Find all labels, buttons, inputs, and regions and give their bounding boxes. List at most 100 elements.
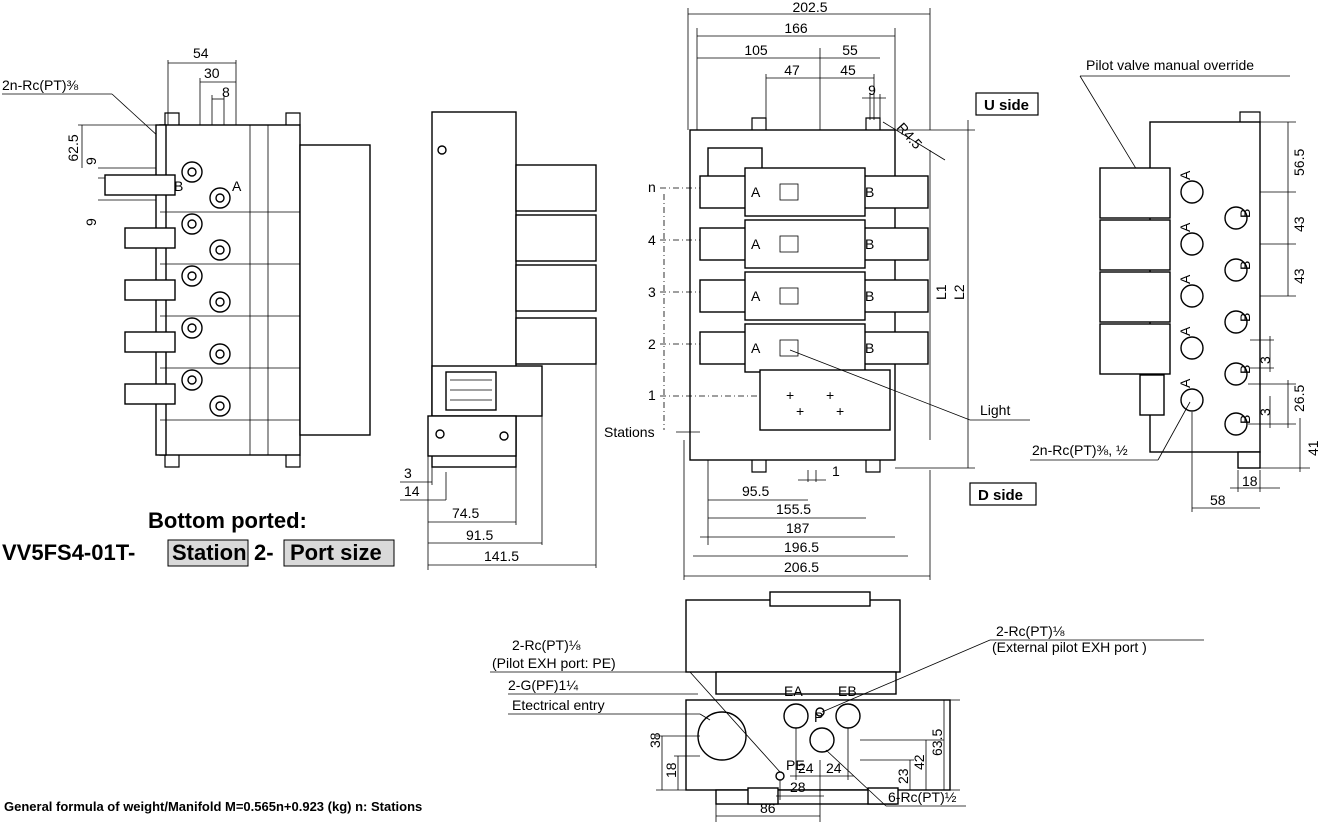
dim-L1: L1: [933, 284, 949, 300]
left-station-ports: [104, 125, 300, 455]
dim-58: 58: [1210, 492, 1226, 508]
svg-text:A: A: [1177, 274, 1193, 284]
svg-text:A: A: [751, 184, 761, 200]
dim-L2: L2: [951, 284, 967, 300]
dim-43-b: 43: [1291, 268, 1307, 284]
model-mid: 2-: [254, 540, 274, 565]
dim-r4-5: R4.5: [894, 119, 926, 152]
right-port-note: 2n-Rc(PT)⅜, ½: [1032, 442, 1128, 458]
dim-63-5: 63.5: [929, 729, 945, 756]
title-line1: Bottom ported:: [148, 508, 307, 533]
model-title: Bottom ported: VV5FS4-01T- Station 2- Po…: [2, 508, 395, 567]
ext-pilot-port: 2-Rc(PT)⅛: [996, 623, 1065, 639]
light-label: Light: [980, 402, 1010, 418]
port-ea: EA: [784, 683, 803, 699]
dim-28: 28: [790, 779, 806, 795]
u-side-label: U side: [984, 97, 1029, 114]
svg-text:A: A: [751, 340, 761, 356]
svg-text:A: A: [1177, 378, 1193, 388]
model-station-box: Station: [172, 540, 247, 565]
dim-56-5: 56.5: [1291, 149, 1307, 176]
station-1: 1: [648, 387, 656, 403]
svg-text:+: +: [796, 403, 804, 419]
side-dim-3: 3: [404, 465, 412, 481]
svg-text:B: B: [865, 236, 874, 252]
ext-pilot-desc: (External pilot EXH port ): [992, 639, 1147, 655]
dim-23: 23: [895, 768, 911, 784]
bottom-view: EA EB P PE 2-Rc(PT)⅛ (Pilot EXH port: PE…: [490, 591, 1204, 822]
dim-24-a: 24: [798, 760, 814, 776]
station-4: 4: [648, 232, 656, 248]
dim-47: 47: [784, 62, 800, 78]
dim-26-5: 26.5: [1291, 385, 1307, 412]
model-prefix: VV5FS4-01T-: [2, 540, 135, 565]
d-side-label: D side: [978, 487, 1023, 504]
left-label-b: B: [174, 178, 183, 194]
p-port: 6-Rc(PT)½: [888, 789, 957, 805]
side-dim-74-5: 74.5: [452, 505, 479, 521]
svg-text:B: B: [1237, 415, 1253, 424]
dim-105: 105: [744, 42, 768, 58]
station-n: n: [648, 179, 656, 195]
dim-86: 86: [760, 800, 776, 816]
svg-text:B: B: [865, 288, 874, 304]
dim-196-5: 196.5: [784, 539, 819, 555]
stations-label: Stations: [604, 424, 655, 440]
dim-54: 54: [193, 45, 209, 61]
dim-9-b: 9: [83, 218, 99, 226]
svg-text:B: B: [865, 184, 874, 200]
pilot-exh-desc: (Pilot EXH port: PE): [492, 655, 616, 671]
dim-8: 8: [222, 84, 230, 100]
port-eb: EB: [838, 683, 857, 699]
svg-text:A: A: [1177, 222, 1193, 232]
dim-1: 1: [832, 463, 840, 479]
dim-42: 42: [911, 754, 927, 770]
side-dim-14: 14: [404, 483, 420, 499]
right-view: Pilot valve manual override A B A B A B …: [1030, 57, 1321, 512]
dim-206-5: 206.5: [784, 559, 819, 575]
svg-text:B: B: [1237, 365, 1253, 374]
dim-45: 45: [840, 62, 856, 78]
svg-text:A: A: [751, 288, 761, 304]
dim-3-b: 3: [1257, 408, 1273, 416]
left-label-a: A: [232, 178, 242, 194]
svg-text:A: A: [1177, 326, 1193, 336]
port-p: P: [814, 709, 823, 725]
dim-3-a: 3: [1257, 356, 1273, 364]
svg-text:+: +: [786, 387, 794, 403]
dim-24-b: 24: [826, 760, 842, 776]
dim-30: 30: [204, 65, 220, 81]
svg-text:A: A: [1177, 170, 1193, 180]
dim-9: 9: [868, 82, 876, 98]
elec-port: 2-G(PF)1¼: [508, 677, 578, 693]
side-dim-141-5: 141.5: [484, 548, 519, 564]
side-view: 3 14 74.5 91.5 141.5: [400, 111, 597, 570]
front-view: 202.5 166 105 55 47 45 9 R4.5 U side: [604, 0, 1039, 580]
left-port-note: 2n-Rc(PT)⅜: [2, 77, 79, 93]
svg-text:B: B: [865, 340, 874, 356]
override-label: Pilot valve manual override: [1086, 57, 1254, 73]
port-pe: PE: [786, 757, 805, 773]
station-3: 3: [648, 284, 656, 300]
dim-9-a: 9: [83, 157, 99, 165]
pilot-exh-port: 2-Rc(PT)⅛: [512, 637, 581, 653]
dim-95-5: 95.5: [742, 483, 769, 499]
weight-formula: General formula of weight/Manifold M=0.5…: [4, 799, 422, 814]
station-2: 2: [648, 336, 656, 352]
svg-text:B: B: [1237, 209, 1253, 218]
svg-text:B: B: [1237, 261, 1253, 270]
dim-62-5: 62.5: [65, 134, 81, 161]
dim-166: 166: [784, 20, 808, 36]
dim-43-a: 43: [1291, 216, 1307, 232]
svg-text:A: A: [751, 236, 761, 252]
dim-41: 41: [1305, 440, 1321, 456]
dim-38: 38: [647, 732, 663, 748]
left-view: 54 30 8 62.5 9 9 2n-Rc(PT)⅜: [2, 45, 371, 468]
dim-18-b: 18: [663, 762, 679, 778]
svg-text:B: B: [1237, 313, 1253, 322]
svg-text:+: +: [826, 387, 834, 403]
model-port-box: Port size: [290, 540, 382, 565]
dim-18-r: 18: [1242, 473, 1258, 489]
